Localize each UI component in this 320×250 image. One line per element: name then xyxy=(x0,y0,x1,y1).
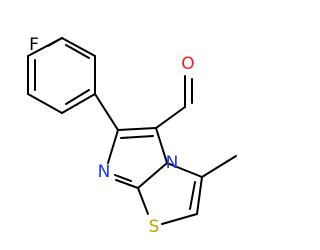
bond-c6-c5 xyxy=(117,127,157,131)
bond-c7a-s1 xyxy=(137,187,149,215)
bond-c2-s1 xyxy=(161,213,198,225)
bond-ring-6 xyxy=(27,37,63,57)
nitrogen-label: N xyxy=(98,162,111,182)
fluorine-label: F xyxy=(29,35,39,55)
bond-n4-c7a xyxy=(137,162,168,189)
bond-c3-c2 xyxy=(196,176,203,215)
bond-c6-c5-double xyxy=(120,135,154,139)
molecule-structure: F O N N S xyxy=(27,35,237,237)
methyl-bond xyxy=(201,155,237,178)
bond-c7a-n1 xyxy=(115,179,139,189)
bond-c5-cho xyxy=(155,106,186,129)
thiazole-ring xyxy=(137,162,203,225)
bond-c3-c2-double xyxy=(189,181,196,210)
bond-ring-double-2 xyxy=(65,89,90,105)
bond-ring-1 xyxy=(61,37,96,57)
fluorophenyl-ring xyxy=(27,37,96,114)
bond-ring-4 xyxy=(27,93,63,114)
bond-ring-double-1 xyxy=(65,44,90,59)
bond-ring-3 xyxy=(61,93,96,114)
bond-n1-c6 xyxy=(107,129,119,164)
bond-aryl-link xyxy=(94,93,119,131)
nitrogen-bridge-label: N xyxy=(166,153,179,173)
bond-n4-c3 xyxy=(166,162,203,178)
bond-c5-n4 xyxy=(155,127,168,164)
imidazole-ring xyxy=(107,127,168,189)
bond-c7a-n1-double xyxy=(114,174,132,182)
oxygen-label: O xyxy=(181,54,194,74)
sulfur-label: S xyxy=(149,217,160,237)
